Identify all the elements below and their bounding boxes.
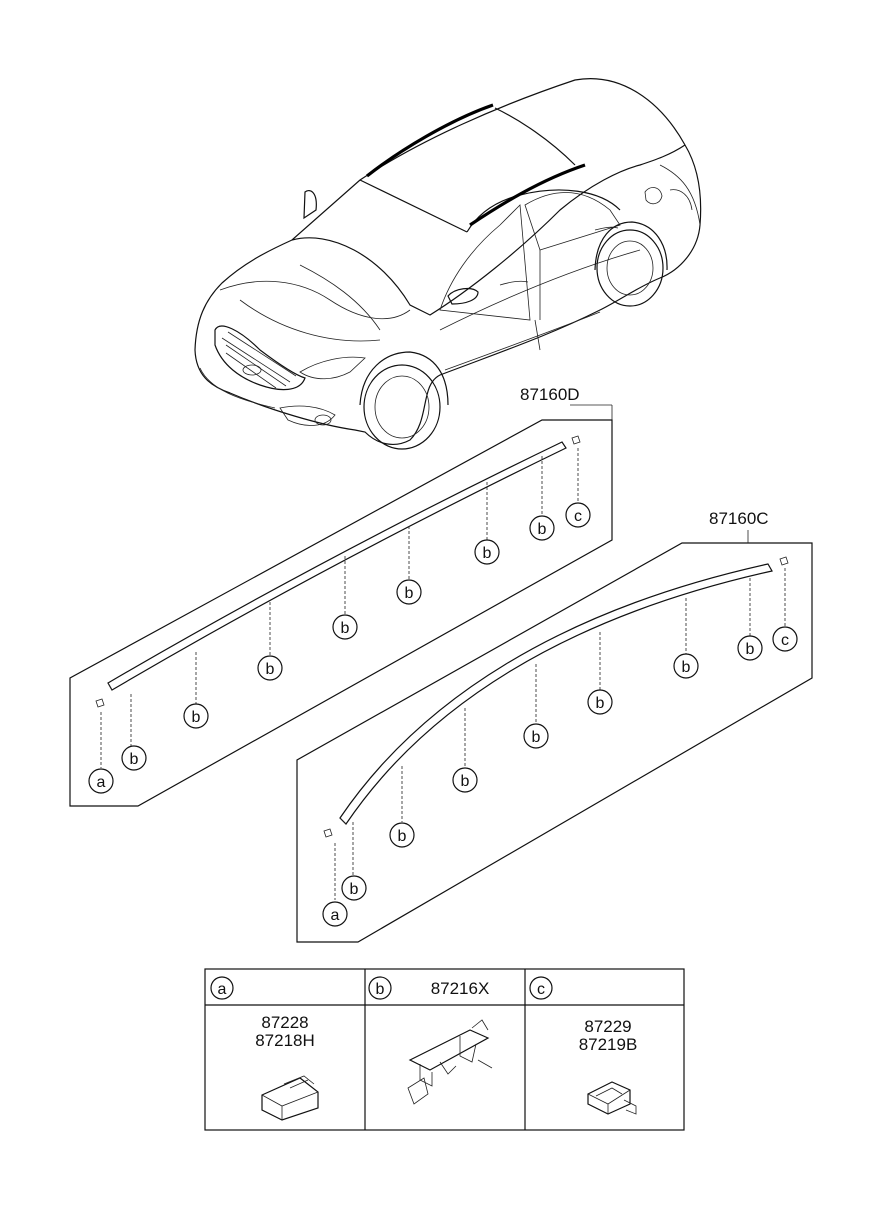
callout-b: b [523, 723, 549, 749]
callout-b: b [183, 703, 209, 729]
legend-cell-a: a 87228 87218H [210, 976, 319, 1121]
callout-b: b [389, 822, 415, 848]
callout-c: c [772, 626, 798, 652]
svg-text:c: c [574, 508, 582, 525]
svg-text:a: a [331, 907, 340, 924]
svg-text:b: b [682, 659, 691, 676]
svg-text:b: b [350, 881, 359, 898]
svg-text:b: b [532, 729, 541, 746]
car-illustration [194, 78, 702, 450]
part-number-87160C: 87160C [709, 509, 769, 528]
callout-c: c [565, 502, 591, 528]
assembly-87160D: 87160D a b b b b b b b c [69, 385, 613, 807]
svg-text:b: b [266, 661, 275, 678]
legend-cell-b: b 87216X [368, 976, 493, 1105]
legend-letter-c: c [537, 981, 545, 998]
svg-text:b: b [483, 545, 492, 562]
callout-b: b [737, 635, 763, 661]
callout-a: a [88, 768, 114, 794]
legend-part-87218H: 87218H [255, 1031, 315, 1050]
callout-b: b [396, 579, 422, 605]
callout-b: b [121, 745, 147, 771]
callout-b: b [587, 689, 613, 715]
legend-part-87228: 87228 [261, 1013, 308, 1032]
callout-b: b [341, 875, 367, 901]
callout-b: b [257, 655, 283, 681]
svg-text:b: b [130, 751, 139, 768]
legend-table: a 87228 87218H b 87216X [204, 968, 685, 1131]
svg-text:b: b [538, 521, 547, 538]
svg-text:c: c [781, 632, 789, 649]
svg-text:b: b [461, 773, 470, 790]
callout-b: b [474, 539, 500, 565]
callout-b: b [332, 614, 358, 640]
svg-text:b: b [746, 641, 755, 658]
svg-text:b: b [192, 709, 201, 726]
legend-part-87229: 87229 [584, 1017, 631, 1036]
legend-cell-c: c 87229 87219B [529, 976, 638, 1115]
callout-b: b [673, 653, 699, 679]
svg-text:b: b [398, 828, 407, 845]
clip-a-icon [261, 1075, 319, 1121]
callout-a: a [322, 901, 348, 927]
svg-text:b: b [341, 620, 350, 637]
part-number-87160D: 87160D [520, 385, 580, 404]
clip-b-icon [407, 1019, 493, 1105]
callout-b: b [452, 767, 478, 793]
legend-letter-b: b [376, 981, 385, 998]
svg-text:b: b [596, 695, 605, 712]
legend-letter-a: a [218, 981, 227, 998]
assembly-87160C: 87160C a b b b b b b b c [296, 509, 813, 943]
svg-text:a: a [97, 774, 106, 791]
legend-part-87216X: 87216X [431, 979, 490, 998]
legend-part-87219B: 87219B [579, 1035, 638, 1054]
svg-text:b: b [405, 585, 414, 602]
callout-b: b [529, 515, 555, 541]
clip-c-icon [587, 1081, 637, 1115]
